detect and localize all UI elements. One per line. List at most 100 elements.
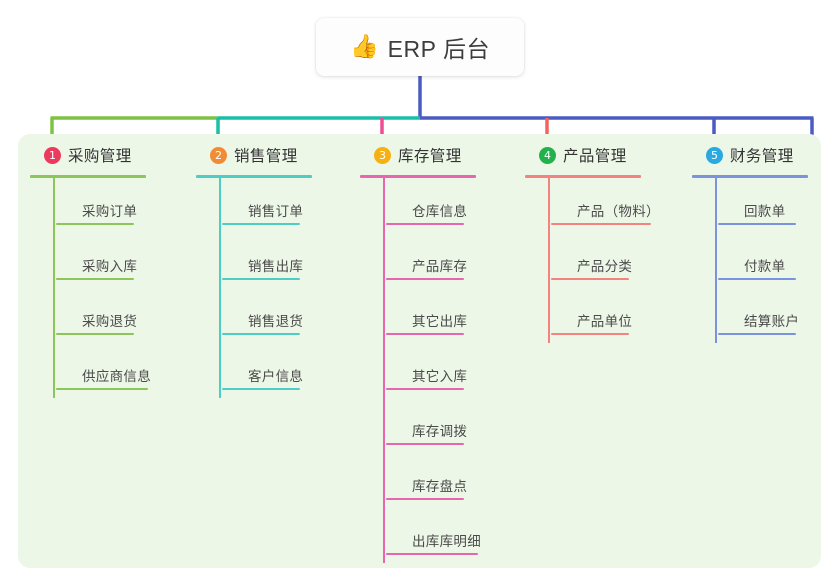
branches-panel: [18, 134, 821, 568]
branch-item[interactable]: 库存调拨: [386, 398, 528, 453]
branch-spine: [53, 178, 55, 398]
branch-column-5: 5 财务管理回款单付款单结算账户: [692, 142, 822, 343]
branch-item-label: 其它出库: [412, 314, 468, 329]
branch-item-label: 销售出库: [248, 259, 304, 274]
branch-item[interactable]: 结算账户: [718, 288, 822, 343]
branch-header-1[interactable]: 1 采购管理: [30, 142, 190, 168]
branch-item-list: 产品（物料） 产品分类产品单位: [525, 178, 693, 343]
branch-item[interactable]: 销售出库: [222, 233, 356, 288]
branch-item[interactable]: 产品分类: [551, 233, 693, 288]
branch-item[interactable]: 仓库信息: [386, 178, 528, 233]
branch-title: 产品管理: [563, 148, 627, 165]
branch-item[interactable]: 采购退货: [56, 288, 190, 343]
branch-item-label: 产品分类: [577, 259, 633, 274]
branch-item-label: 库存调拨: [412, 424, 468, 439]
branch-spine: [219, 178, 221, 398]
branch-header-5[interactable]: 5 财务管理: [692, 142, 822, 168]
branch-item-underline: [56, 388, 148, 390]
branch-title: 库存管理: [398, 148, 462, 165]
branch-item-label: 结算账户: [744, 314, 800, 329]
branch-item-label: 付款单: [744, 259, 786, 274]
branch-item[interactable]: 其它出库: [386, 288, 528, 343]
branch-underline: [360, 175, 476, 178]
branch-item-underline: [386, 278, 464, 280]
branch-underline: [196, 175, 312, 178]
branch-column-2: 2 销售管理销售订单销售出库销售退货客户信息: [196, 142, 356, 398]
branch-item-label: 销售订单: [248, 204, 304, 219]
branch-item-underline: [718, 223, 796, 225]
branch-item-label: 产品库存: [412, 259, 468, 274]
branch-item-label: 回款单: [744, 204, 786, 219]
branch-item[interactable]: 付款单: [718, 233, 822, 288]
branch-item[interactable]: 供应商信息: [56, 343, 190, 398]
branch-underline: [692, 175, 808, 178]
branch-item-underline: [386, 443, 464, 445]
branch-item-underline: [56, 333, 134, 335]
branch-item-label: 采购入库: [82, 259, 138, 274]
branch-item-underline: [718, 333, 796, 335]
branch-title: 财务管理: [730, 148, 794, 165]
branch-item-label: 出库库明细: [412, 534, 481, 549]
branch-item[interactable]: 其它入库: [386, 343, 528, 398]
branch-header-2[interactable]: 2 销售管理: [196, 142, 356, 168]
branch-item-underline: [56, 223, 134, 225]
branch-item-label: 客户信息: [248, 369, 304, 384]
branch-item-label: 库存盘点: [412, 479, 468, 494]
branch-item-label: 供应商信息: [82, 369, 151, 384]
branch-item-label: 其它入库: [412, 369, 468, 384]
branch-item-underline: [222, 223, 300, 225]
branch-item[interactable]: 销售退货: [222, 288, 356, 343]
branch-item-list: 回款单付款单结算账户: [692, 178, 822, 343]
branch-spine: [715, 178, 717, 343]
branch-item-underline: [551, 223, 651, 225]
branch-item-label: 销售退货: [248, 314, 304, 329]
root-node-title: ERP 后台: [387, 36, 490, 62]
branch-item-underline: [551, 278, 629, 280]
branch-index-badge: 2: [210, 146, 227, 164]
branch-column-3: 3 库存管理仓库信息产品库存其它出库其它入库库存调拨库存盘点出库库明细: [360, 142, 528, 563]
branch-index-badge: 5: [706, 146, 723, 164]
branch-column-1: 1 采购管理采购订单采购入库采购退货供应商信息: [30, 142, 190, 398]
branch-item[interactable]: 产品库存: [386, 233, 528, 288]
branch-item-list: 采购订单采购入库采购退货供应商信息: [30, 178, 190, 398]
branch-item[interactable]: 库存盘点: [386, 453, 528, 508]
branch-item-label: 产品（物料）: [577, 204, 660, 219]
branch-index-badge: 3: [374, 146, 391, 164]
branch-item-label: 采购订单: [82, 204, 138, 219]
branch-item-underline: [222, 333, 300, 335]
branch-title: 销售管理: [234, 148, 298, 165]
branch-item-underline: [386, 333, 464, 335]
branch-spine: [548, 178, 550, 343]
branch-item-list: 销售订单销售出库销售退货客户信息: [196, 178, 356, 398]
branch-item[interactable]: 出库库明细: [386, 508, 528, 563]
branch-item-list: 仓库信息产品库存其它出库其它入库库存调拨库存盘点出库库明细: [360, 178, 528, 563]
branch-item-underline: [386, 223, 464, 225]
branch-item-underline: [222, 278, 300, 280]
branch-item-underline: [386, 388, 464, 390]
branch-item-underline: [551, 333, 629, 335]
branch-item[interactable]: 产品（物料）: [551, 178, 693, 233]
branch-item-underline: [56, 278, 134, 280]
branch-item[interactable]: 产品单位: [551, 288, 693, 343]
branch-underline: [525, 175, 641, 178]
branch-item[interactable]: 销售订单: [222, 178, 356, 233]
branch-item[interactable]: 客户信息: [222, 343, 356, 398]
branch-item-underline: [386, 553, 478, 555]
branch-item[interactable]: 采购订单: [56, 178, 190, 233]
branch-header-3[interactable]: 3 库存管理: [360, 142, 528, 168]
branch-item-label: 仓库信息: [412, 204, 468, 219]
branch-item-label: 采购退货: [82, 314, 138, 329]
branch-item[interactable]: 采购入库: [56, 233, 190, 288]
branch-title: 采购管理: [68, 148, 132, 165]
branch-item-underline: [718, 278, 796, 280]
root-node[interactable]: 👍 ERP 后台: [316, 18, 524, 76]
thumbs-up-icon: 👍: [350, 33, 379, 60]
branch-item[interactable]: 回款单: [718, 178, 822, 233]
branch-item-label: 产品单位: [577, 314, 633, 329]
branch-item-underline: [386, 498, 464, 500]
branch-index-badge: 1: [44, 146, 61, 164]
branch-spine: [383, 178, 385, 563]
